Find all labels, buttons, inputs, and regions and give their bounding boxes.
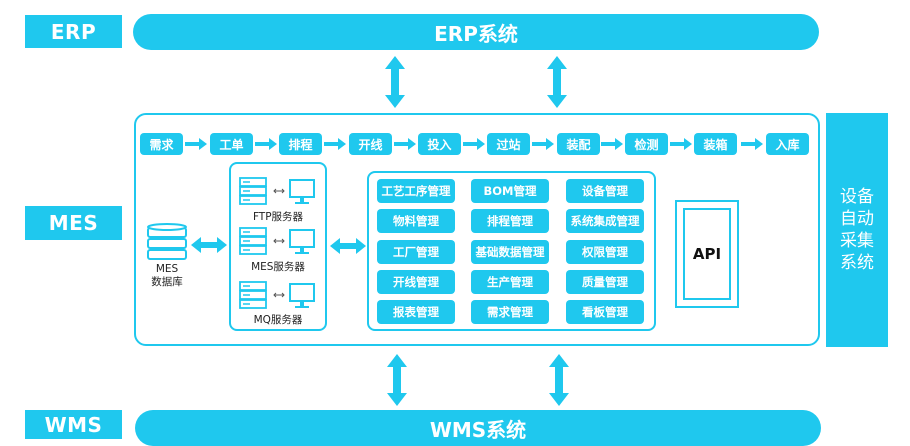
wms-side-label: WMS [25,410,122,439]
process-step: 投入 [418,133,461,155]
server-label: MES服务器 [251,261,305,273]
flow-arrow [463,138,485,150]
database-label-line1: MES [155,263,179,275]
process-step: 开线 [349,133,392,155]
erp-mes-arrow-left [385,56,405,108]
process-step-label: 入库 [775,137,800,152]
module-label: 质量管理 [582,275,628,289]
module-label: 排程管理 [487,214,533,228]
mes-server-label: MES服务器 [229,259,327,274]
process-step: 工单 [210,133,253,155]
module-production-management: 生产管理 [471,270,549,294]
mes-database-label: MES 数据库 [144,263,190,289]
module-label: 看板管理 [582,305,628,319]
module-label: 权限管理 [582,245,628,259]
module-label: 系统集成管理 [570,214,640,228]
flow-arrow [532,138,554,150]
module-demand-management: 需求管理 [471,300,549,324]
module-label: 开线管理 [393,275,439,289]
db-server-arrow [191,237,227,253]
process-step-label: 工单 [219,137,244,152]
mes-wms-arrow-right [549,354,569,406]
server-module-arrow [330,238,366,254]
database-label-line2: 数据库 [151,276,183,288]
module-label: 工厂管理 [393,245,439,259]
module-label: 报表管理 [393,305,439,319]
module-bom-management: BOM管理 [471,179,549,203]
module-integration-management: 系统集成管理 [566,209,644,233]
mes-wms-arrow-left [387,354,407,406]
module-label: BOM管理 [483,184,537,198]
module-report-management: 报表管理 [377,300,455,324]
erp-side-label: ERP [25,15,122,48]
process-step-label: 排程 [288,137,313,152]
process-step: 装配 [557,133,600,155]
process-step: 检测 [625,133,668,155]
database-icon [147,223,187,260]
process-step-label: 检测 [634,137,659,152]
module-scheduling-management: 排程管理 [471,209,549,233]
mq-server-label: MQ服务器 [229,312,327,327]
process-step: 过站 [487,133,530,155]
server-label: FTP服务器 [252,211,304,223]
module-factory-management: 工厂管理 [377,240,455,264]
mes-server-icon [239,227,315,255]
erp-mes-arrow-right [547,56,567,108]
module-label: 物料管理 [393,214,439,228]
process-step-label: 装配 [566,137,591,152]
equipment-line-2: 自动 [840,209,874,229]
api-block: API [675,200,739,308]
equipment-collection-system: 设备 自动 采集 系统 [826,113,888,347]
flow-arrow [670,138,692,150]
module-equipment-management: 设备管理 [566,179,644,203]
erp-system-banner: ERP系统 [133,14,819,50]
flow-arrow [741,138,763,150]
module-permission-management: 权限管理 [566,240,644,264]
module-dashboard-management: 看板管理 [566,300,644,324]
flow-arrow [185,138,207,150]
module-line-start-management: 开线管理 [377,270,455,294]
erp-side-label-text: ERP [50,19,97,44]
flow-arrow [394,138,416,150]
process-step-label: 过站 [496,137,521,152]
equipment-line-4: 系统 [840,253,874,273]
process-step-label: 开线 [358,137,383,152]
erp-banner-text: ERP系统 [434,21,518,46]
process-step: 入库 [766,133,809,155]
module-material-management: 物料管理 [377,209,455,233]
process-step: 排程 [279,133,322,155]
process-step: 装箱 [694,133,737,155]
ftp-server-label: FTP服务器 [229,209,327,224]
api-label: API [692,245,722,263]
process-step-label: 装箱 [703,137,728,152]
module-label: 生产管理 [487,275,533,289]
process-step-label: 投入 [427,137,452,152]
module-basic-data-management: 基础数据管理 [471,240,549,264]
server-label: MQ服务器 [253,314,303,326]
module-label: 需求管理 [487,305,533,319]
flow-arrow [601,138,623,150]
mes-side-label-text: MES [48,211,99,235]
wms-side-label-text: WMS [44,412,103,437]
flow-arrow [255,138,277,150]
module-label: 工艺工序管理 [381,184,451,198]
module-process-management: 工艺工序管理 [377,179,455,203]
ftp-server-icon [239,177,315,205]
module-label: 设备管理 [582,184,628,198]
wms-banner-text: WMS系统 [429,417,527,442]
module-quality-management: 质量管理 [566,270,644,294]
equipment-line-3: 采集 [840,231,874,251]
flow-arrow [324,138,346,150]
equipment-line-1: 设备 [840,187,874,207]
module-label: 基础数据管理 [475,245,545,259]
process-step-label: 需求 [149,137,174,152]
process-step: 需求 [140,133,183,155]
mes-side-label: MES [25,206,122,240]
mq-server-icon [239,281,315,309]
